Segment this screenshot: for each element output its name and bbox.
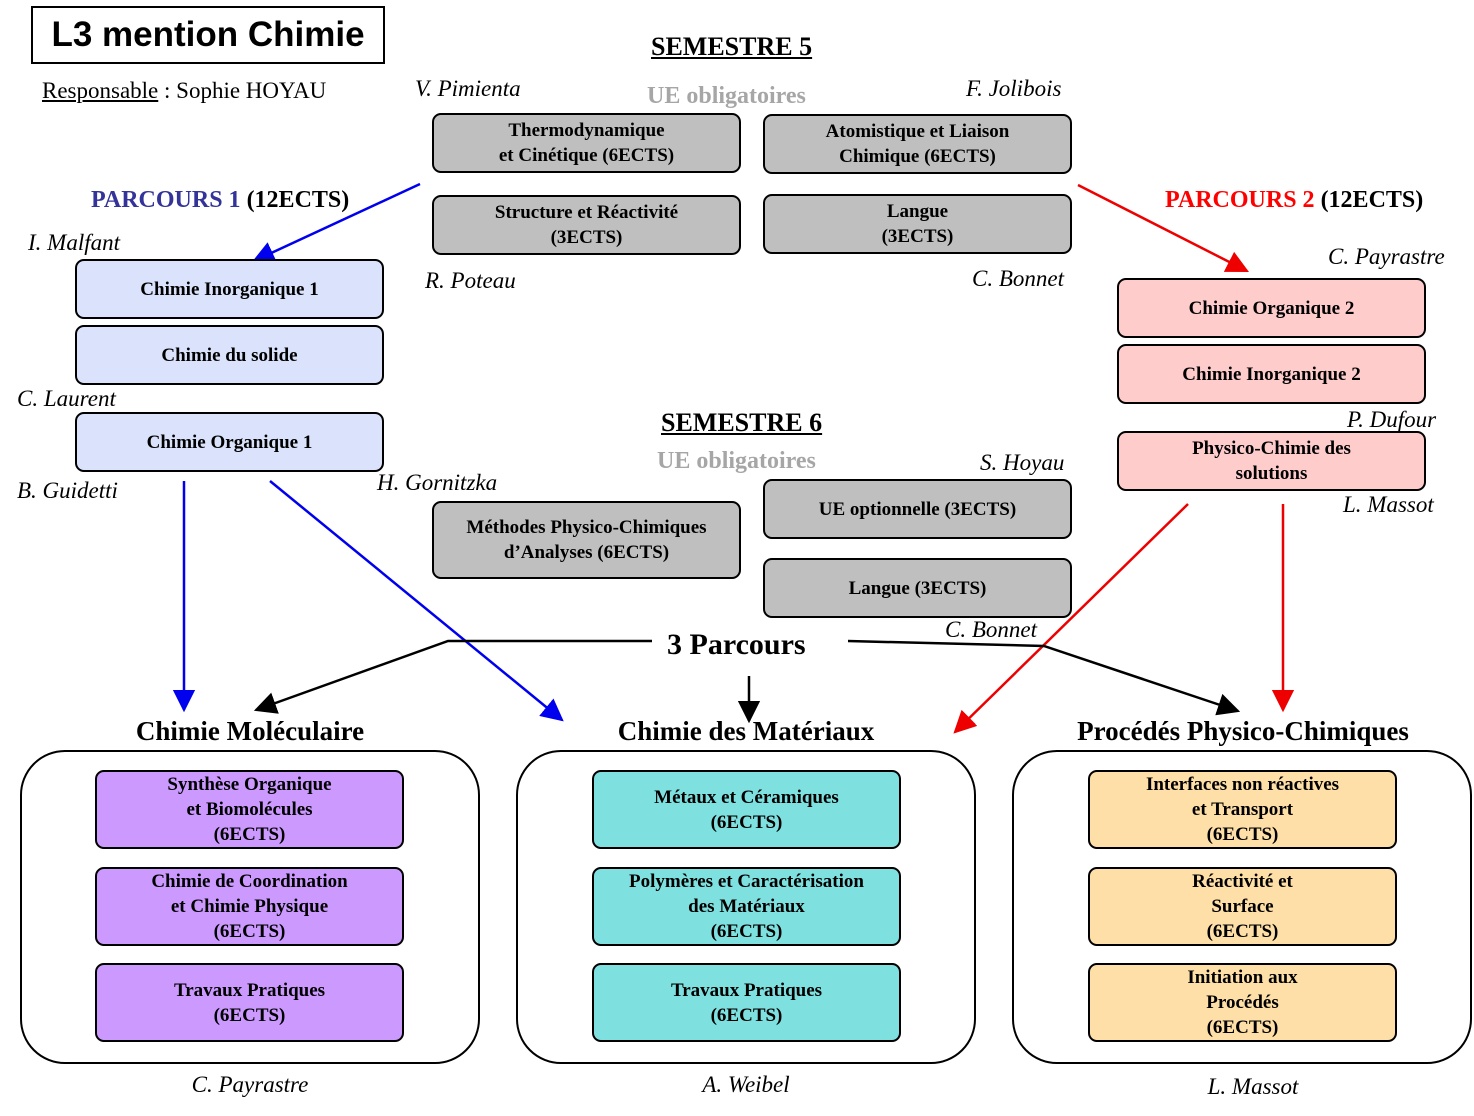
ue-optionnelle: UE optionnelle (3ECTS) (763, 479, 1072, 539)
parcours2-name: PARCOURS 2 (1165, 187, 1315, 213)
page-title: L3 mention Chimie (31, 6, 385, 64)
semestre5-title: SEMESTRE 5 (651, 32, 813, 61)
ue-thermodynamique: Thermodynamique et Cinétique (6ECTS) (432, 113, 741, 173)
track-materiaux-responsable: A. Weibel (702, 1072, 790, 1097)
trois-parcours-label: 3 Parcours (667, 628, 806, 661)
ue-synthese-organique: Synthèse Organique et Biomolécules (6ECT… (95, 770, 404, 849)
responsable-name: Sophie HOYAU (176, 78, 327, 103)
ue-langue-s5: Langue (3ECTS) (763, 194, 1072, 254)
ue-interfaces-transport: Interfaces non réactives et Transport (6… (1088, 770, 1397, 849)
arrow-trois-to-moleculaire (253, 639, 652, 714)
teacher-solide: C. Laurent (17, 386, 116, 411)
semestre6-subtitle: UE obligatoires (657, 448, 816, 474)
responsable-label: Responsable (42, 78, 159, 103)
arrow-s5-to-parcours2 (1077, 183, 1250, 273)
parcours1-name: PARCOURS 1 (91, 187, 241, 213)
ue-langue-s6: Langue (3ECTS) (763, 558, 1072, 618)
track-materiaux-title: Chimie des Matériaux (617, 716, 875, 746)
parcours2-title: PARCOURS 2 (12ECTS) (1165, 187, 1423, 214)
track-moleculaire-responsable: C. Payrastre (191, 1072, 309, 1097)
ue-chimie-du-solide: Chimie du solide (75, 325, 384, 385)
ue-travaux-pratiques-materiaux: Travaux Pratiques (6ECTS) (592, 963, 901, 1042)
ue-polymeres-caracterisation: Polymères et Caractérisation des Matéria… (592, 867, 901, 946)
teacher-langue-s6: C. Bonnet (945, 617, 1037, 642)
arrow-s5-to-parcours1 (251, 182, 421, 263)
parcours1-title: PARCOURS 1 (12ECTS) (91, 187, 349, 214)
parcours2-ects: (12ECTS) (1314, 187, 1424, 213)
track-procedes-responsable: L. Massot (1207, 1074, 1299, 1099)
ue-travaux-pratiques-moleculaire: Travaux Pratiques (6ECTS) (95, 963, 404, 1042)
teacher-optionnelle: S. Hoyau (980, 450, 1065, 475)
semestre5-subtitle: UE obligatoires (647, 83, 806, 109)
ue-chimie-coordination: Chimie de Coordination et Chimie Physiqu… (95, 867, 404, 946)
teacher-org2: C. Payrastre (1328, 244, 1445, 269)
teacher-langue-s5: C. Bonnet (972, 266, 1064, 291)
teacher-solutions: L. Massot (1343, 492, 1434, 517)
ue-initiation-procedes: Initiation aux Procédés (6ECTS) (1088, 963, 1397, 1042)
teacher-inorg2: P. Dufour (1347, 407, 1437, 432)
ue-structure-reactivite: Structure et Réactivité (3ECTS) (432, 195, 741, 255)
ue-reactivite-surface: Réactivité et Surface (6ECTS) (1088, 867, 1397, 946)
arrow-parcours2-to-materiaux (953, 503, 1189, 734)
arrow-parcours1-to-materiaux (269, 480, 564, 722)
ue-atomistique: Atomistique et Liaison Chimique (6ECTS) (763, 114, 1072, 174)
track-moleculaire-title: Chimie Moléculaire (135, 716, 365, 746)
responsable-line: Responsable : Sophie HOYAU (42, 78, 326, 104)
ue-chimie-organique-1: Chimie Organique 1 (75, 412, 384, 472)
teacher-atomistique: F. Jolibois (966, 76, 1062, 101)
teacher-thermo: V. Pimienta (415, 76, 521, 101)
teacher-structure: R. Poteau (425, 268, 516, 293)
teacher-methodes: H. Gornitzka (377, 470, 498, 495)
ue-chimie-inorganique-1: Chimie Inorganique 1 (75, 259, 384, 319)
ue-chimie-inorganique-2: Chimie Inorganique 2 (1117, 344, 1426, 404)
ue-methodes-physico-chimiques: Méthodes Physico-Chimiques d’Analyses (6… (432, 501, 741, 579)
ue-metaux-ceramiques: Métaux et Céramiques (6ECTS) (592, 770, 901, 849)
ue-chimie-organique-2: Chimie Organique 2 (1117, 278, 1426, 338)
track-procedes-title: Procédés Physico-Chimiques (1077, 716, 1409, 746)
parcours1-ects: (12ECTS) (240, 187, 350, 213)
arrow-trois-to-procedes (847, 639, 1241, 716)
semestre6-title: SEMESTRE 6 (661, 408, 823, 437)
teacher-inorg1: I. Malfant (28, 230, 120, 255)
responsable-separator: : (158, 78, 177, 103)
ue-physico-chimie-solutions: Physico-Chimie des solutions (1117, 431, 1426, 491)
teacher-org1: B. Guidetti (17, 478, 118, 503)
